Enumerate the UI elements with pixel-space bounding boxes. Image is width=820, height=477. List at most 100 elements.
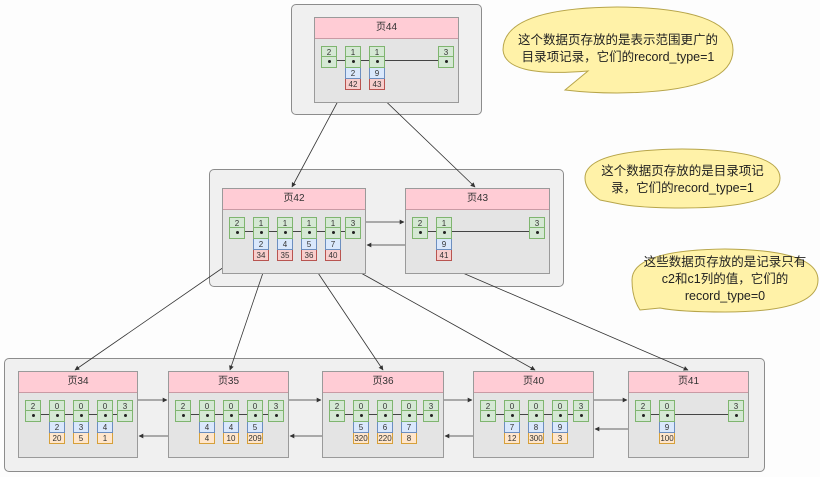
record-type-cell: 2	[175, 400, 191, 411]
value-cell: 320	[353, 433, 369, 444]
pointer-arrow-44-to-42	[291, 87, 346, 188]
next-record-dot	[301, 228, 317, 239]
supremum-record: 3	[438, 46, 454, 68]
callout-lower-line1: 这些数据页存放的是记录只有	[643, 255, 807, 269]
next-record-dot	[552, 411, 568, 422]
record-type-cell: 3	[423, 400, 439, 411]
record-type-cell: 1	[345, 46, 361, 57]
next-record-dot	[480, 411, 496, 422]
key-cell: 2	[345, 68, 361, 79]
key-cell: 3	[73, 422, 89, 433]
key-cell: 2	[49, 422, 65, 433]
record-type-cell: 2	[25, 400, 41, 411]
supremum-record: 3	[268, 400, 284, 422]
record-type-cell: 1	[436, 217, 452, 228]
record-type-cell: 0	[504, 400, 520, 411]
value-cell: 12	[504, 433, 520, 444]
supremum-record: 3	[573, 400, 589, 422]
record-type-cell: 0	[97, 400, 113, 411]
page-title: 页44	[315, 18, 458, 39]
supremum-record: 3	[345, 217, 361, 239]
record-type-cell: 0	[247, 400, 263, 411]
record-type-cell: 0	[223, 400, 239, 411]
next-record-dot	[49, 411, 65, 422]
next-record-dot	[504, 411, 520, 422]
record-type-cell: 2	[229, 217, 245, 228]
key-cell: 9	[552, 422, 568, 433]
page-number-cell: 40	[325, 250, 341, 261]
value-cell: 3	[552, 433, 568, 444]
key-cell: 4	[199, 422, 215, 433]
record-type-cell: 0	[49, 400, 65, 411]
key-cell: 5	[247, 422, 263, 433]
callout-lower-line2: c2和c1列的值，它们的	[661, 272, 789, 286]
key-cell: 9	[369, 68, 385, 79]
page-title: 页35	[169, 372, 288, 393]
callout-middle-line1: 这个数据页存放的是目录项记	[601, 164, 764, 178]
callout-top-bubble	[502, 6, 734, 94]
next-record-dot	[253, 228, 269, 239]
key-cell: 8	[528, 422, 544, 433]
callout-top-text: 这个数据页存放的是表示范围更广的 目录项记录，它们的record_type=1	[503, 32, 733, 66]
value-cell: 100	[659, 433, 675, 444]
page-title: 页34	[19, 372, 137, 393]
next-record-dot	[229, 228, 245, 239]
key-cell: 5	[353, 422, 369, 433]
value-cell: 10	[223, 433, 239, 444]
supremum-record: 3	[117, 400, 133, 422]
key-cell: 5	[301, 239, 317, 250]
infimum-record: 2	[412, 217, 428, 239]
supremum-record: 3	[423, 400, 439, 422]
value-cell: 5	[73, 433, 89, 444]
record-chain-line	[643, 414, 728, 415]
record-type-cell: 3	[438, 46, 454, 57]
next-record-dot	[345, 228, 361, 239]
next-record-dot	[223, 411, 239, 422]
pointer-arrow-42-to-35	[229, 257, 269, 371]
value-cell: 4	[199, 433, 215, 444]
infimum-record: 2	[229, 217, 245, 239]
next-record-dot	[277, 228, 293, 239]
page-number-cell: 43	[369, 79, 385, 90]
next-record-dot	[728, 411, 744, 422]
next-record-dot	[529, 228, 545, 239]
pointer-arrow-42-to-34	[74, 257, 238, 371]
next-record-dot	[659, 411, 675, 422]
pointer-arrow-42-to-40	[333, 257, 536, 371]
key-cell: 4	[223, 422, 239, 433]
next-record-dot	[268, 411, 284, 422]
key-cell: 4	[97, 422, 113, 433]
record-type-cell: 0	[552, 400, 568, 411]
next-record-dot	[345, 57, 361, 68]
record-type-cell: 3	[728, 400, 744, 411]
record-type-cell: 3	[573, 400, 589, 411]
value-cell: 209	[247, 433, 263, 444]
pointer-arrow-44-to-43	[371, 87, 476, 188]
record-type-cell: 3	[529, 217, 545, 228]
record-type-cell: 2	[480, 400, 496, 411]
callout-top-line1: 这个数据页存放的是表示范围更广的	[517, 33, 718, 47]
record-type-cell: 1	[369, 46, 385, 57]
next-record-dot	[117, 411, 133, 422]
record-type-cell: 2	[635, 400, 651, 411]
value-cell: 20	[49, 433, 65, 444]
record-type-cell: 1	[301, 217, 317, 228]
pointer-arrow-42-to-36	[307, 257, 384, 371]
page-title: 页42	[223, 189, 365, 210]
next-record-dot	[73, 411, 89, 422]
page-title: 页43	[406, 189, 549, 210]
next-record-dot	[247, 411, 263, 422]
